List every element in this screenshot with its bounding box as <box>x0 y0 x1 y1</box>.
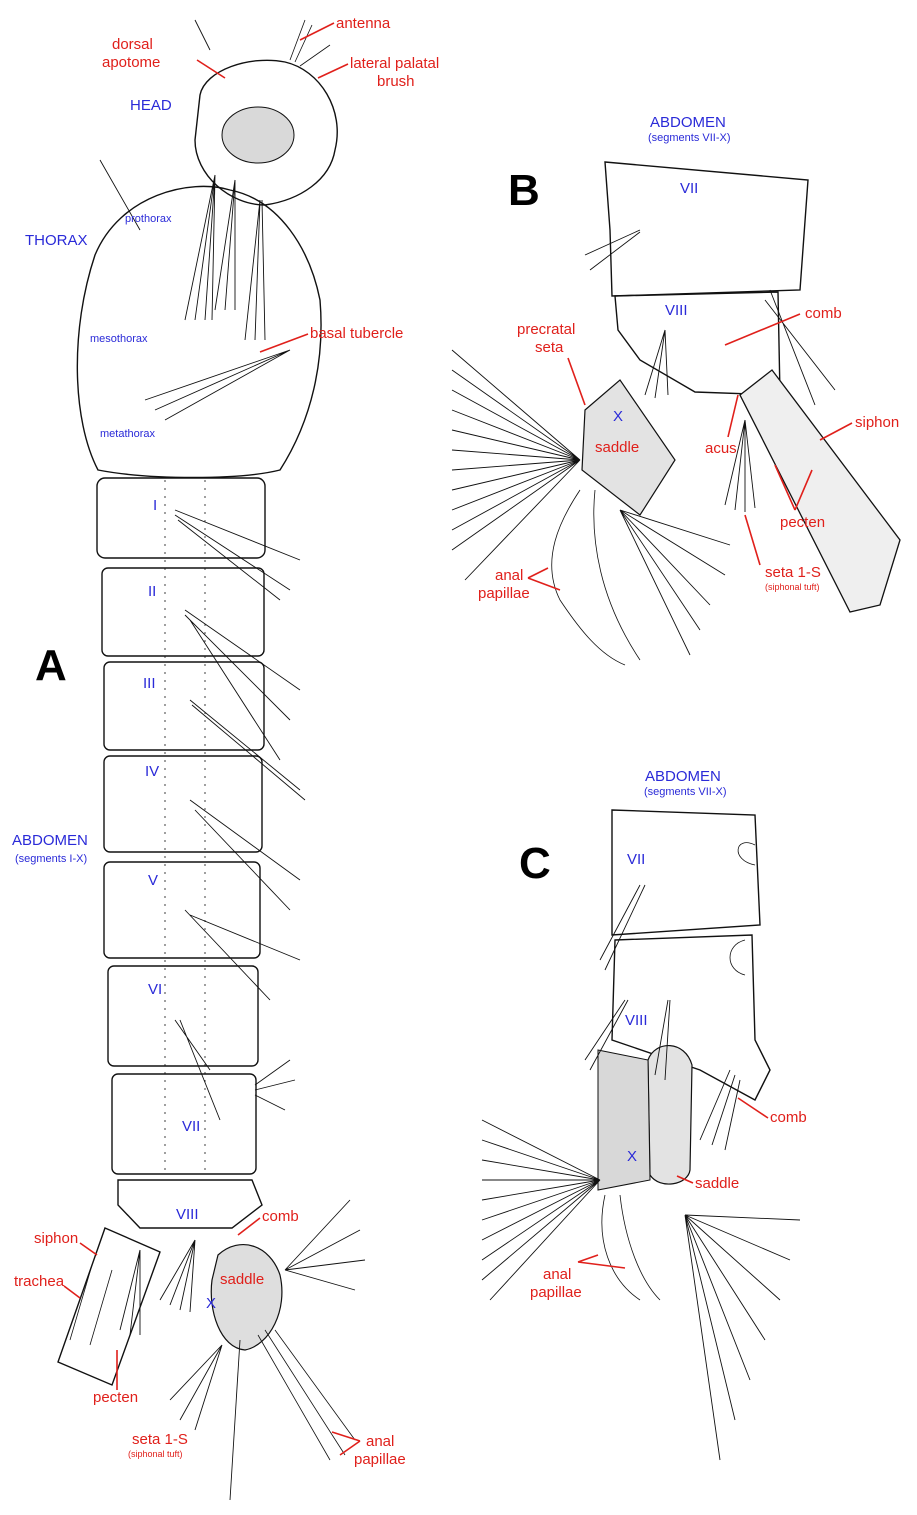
label-seta-1s-sub-a: (siphonal tuft) <box>128 1449 183 1459</box>
segment-label-a-4: IV <box>145 763 159 780</box>
antenna-lines <box>290 20 330 66</box>
segment-label-a-5: V <box>148 872 158 889</box>
metathorax-label: metathorax <box>100 428 156 440</box>
saddle-a <box>211 1245 282 1350</box>
panel-b-title: ABDOMEN <box>650 114 726 131</box>
label-comb-c: comb <box>770 1109 807 1126</box>
label-seta-1s-a: seta 1-S <box>132 1431 188 1448</box>
label-precratal-1: precratal <box>517 321 575 338</box>
label-lateral-palatal-1: lateral palatal <box>350 55 439 72</box>
label-acus-b: acus <box>705 440 737 457</box>
mesothorax-label: mesothorax <box>90 333 148 345</box>
head-eye-patch <box>222 107 294 163</box>
saddle-c <box>648 1046 692 1184</box>
segment-label-c-7: VII <box>627 851 645 868</box>
label-lateral-palatal-2: brush <box>377 73 415 90</box>
segment-viii-b <box>615 292 780 395</box>
label-anal-papillae-b-1: anal <box>495 567 523 584</box>
siphon-a <box>58 1228 160 1385</box>
abdominal-segments <box>97 478 265 1228</box>
region-abdomen-label: ABDOMEN <box>12 832 88 849</box>
segment-label-a-6: VI <box>148 981 162 998</box>
label-seta-1s-b: seta 1-S <box>765 564 821 581</box>
label-pecten-b: pecten <box>780 514 825 531</box>
region-thorax-label: THORAX <box>25 232 88 249</box>
panel-c-drawing <box>482 810 800 1460</box>
label-antenna-a: antenna <box>336 15 391 32</box>
label-anal-papillae-a-2: papillae <box>354 1451 406 1468</box>
segment-label-b-7: VII <box>680 180 698 197</box>
label-saddle-a: saddle <box>220 1271 264 1288</box>
label-anal-papillae-c-2: papillae <box>530 1284 582 1301</box>
segment-label-a-8: VIII <box>176 1206 199 1223</box>
label-basal-tubercle-a: basal tubercle <box>310 325 403 342</box>
segment-vii-b <box>605 162 808 296</box>
label-seta-1s-sub-b: (siphonal tuft) <box>765 582 820 592</box>
region-head-label: HEAD <box>130 97 172 114</box>
anal-papillae-a <box>258 1330 355 1460</box>
panel-b-letter: B <box>508 166 540 215</box>
setae-tufts-a <box>120 175 365 1430</box>
panel-c-letter: C <box>519 839 551 888</box>
panel-c-title: ABDOMEN <box>645 768 721 785</box>
panel-b-subtitle: (segments VII-X) <box>648 132 731 144</box>
label-dorsal-apotome-1: dorsal <box>112 36 153 53</box>
prothorax-label: prothorax <box>125 213 172 225</box>
anal-papillae-c <box>602 1195 660 1300</box>
segment-label-a-10: X <box>206 1295 216 1312</box>
label-saddle-c: saddle <box>695 1175 739 1192</box>
segment-label-c-8: VIII <box>625 1012 648 1029</box>
panel-a-letter: A <box>35 641 67 690</box>
label-siphon-b: siphon <box>855 414 899 431</box>
label-trachea-a: trachea <box>14 1273 65 1290</box>
segment-label-a-1: I <box>153 497 157 514</box>
label-comb-a: comb <box>262 1208 299 1225</box>
segment-label-c-10: X <box>627 1148 637 1165</box>
label-saddle-b: saddle <box>595 439 639 456</box>
label-siphon-a: siphon <box>34 1230 78 1247</box>
anal-brush-b <box>452 350 730 655</box>
label-dorsal-apotome-2: apotome <box>102 54 160 71</box>
anal-papillae-b <box>552 490 640 665</box>
segment-label-b-10: X <box>613 408 623 425</box>
label-precratal-2: seta <box>535 339 564 356</box>
label-pecten-a: pecten <box>93 1389 138 1406</box>
label-anal-papillae-c-1: anal <box>543 1266 571 1283</box>
panel-a-drawing <box>58 20 365 1500</box>
segment-label-b-8: VIII <box>665 302 688 319</box>
segment-vii-c <box>612 810 760 935</box>
segment-x-c <box>598 1050 650 1190</box>
segment-label-a-2: II <box>148 583 156 600</box>
region-abdomen-sub: (segments I-X) <box>15 853 87 865</box>
label-comb-b: comb <box>805 305 842 322</box>
label-anal-papillae-b-2: papillae <box>478 585 530 602</box>
label-anal-papillae-a-1: anal <box>366 1433 394 1450</box>
panel-c-subtitle: (segments VII-X) <box>644 786 727 798</box>
segment-label-a-7: VII <box>182 1118 200 1135</box>
segment-label-a-3: III <box>143 675 156 692</box>
